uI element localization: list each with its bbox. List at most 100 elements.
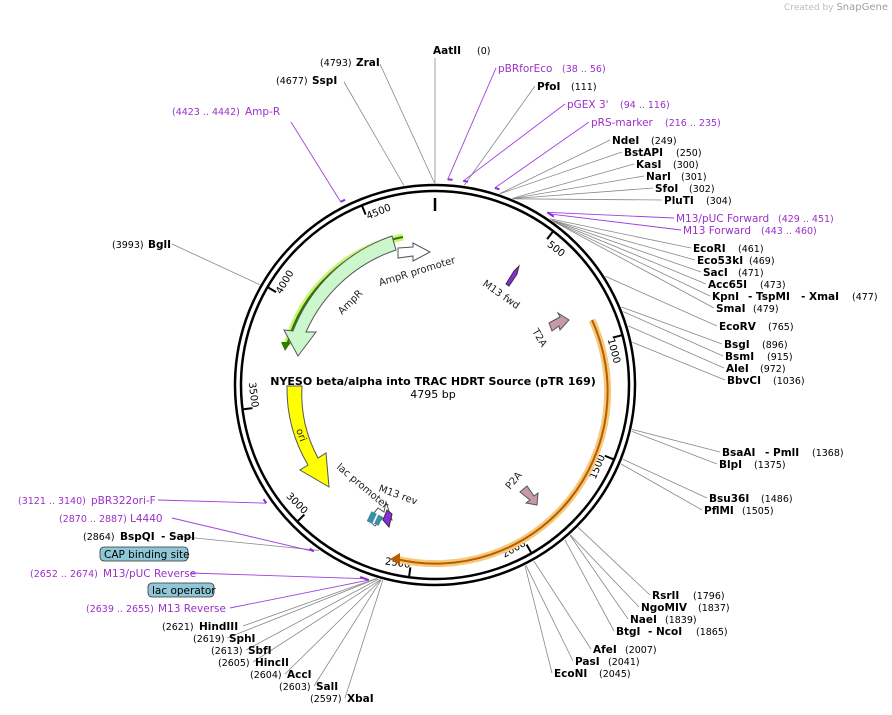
primer-leader-line (157, 499, 267, 504)
enzyme-name[interactable]: SspI (312, 75, 337, 87)
primer-name[interactable]: Amp-R (245, 106, 280, 118)
primer-site-marks (157, 67, 682, 609)
enzyme-name-alt[interactable]: - TspMI (748, 291, 790, 303)
enzyme-position: (2619) (193, 634, 225, 645)
enzyme-name[interactable]: ZraI (356, 57, 380, 69)
enzyme-position: (1036) (773, 376, 805, 387)
enzyme-leader-line (379, 63, 435, 184)
enzyme-position: (469) (749, 256, 775, 267)
enzyme-name[interactable]: BglI (148, 239, 171, 251)
enzyme-position: (250) (676, 148, 702, 159)
p2a-feature[interactable] (519, 485, 539, 506)
primer-range: (4423 .. 4442) (172, 107, 240, 118)
tick-mark (546, 231, 554, 240)
enzyme-name[interactable]: Eco53kI (697, 255, 743, 267)
enzyme-name[interactable]: Bsu36I (709, 493, 749, 505)
enzyme-name[interactable]: SbfI (248, 645, 272, 657)
enzyme-name-alt[interactable]: - XmaI (801, 291, 839, 303)
enzyme-name[interactable]: RsrII (652, 590, 679, 602)
enzyme-name[interactable]: AatII (433, 45, 461, 57)
primer-name[interactable]: M13/pUC Forward (676, 213, 769, 225)
enzyme-name-alt[interactable]: - PmlI (765, 447, 799, 459)
enzyme-name[interactable]: BsaAI (722, 447, 755, 459)
enzyme-name[interactable]: BsgI (724, 339, 750, 351)
enzyme-name[interactable]: Acc65I (708, 279, 747, 291)
primer-range: (3121 .. 3140) (18, 496, 86, 507)
enzyme-name[interactable]: PflMI (704, 505, 734, 517)
enzyme-leader-line (174, 535, 320, 551)
enzyme-name-alt[interactable]: - NcoI (648, 626, 682, 638)
enzyme-name[interactable]: NgoMIV (641, 602, 688, 614)
enzyme-name[interactable]: PluTI (664, 195, 694, 207)
enzyme-name[interactable]: PfoI (537, 81, 560, 93)
enzyme-position: (972) (760, 364, 786, 375)
enzyme-position: (2605) (218, 658, 250, 669)
enzyme-name[interactable]: NdeI (612, 135, 639, 147)
enzyme-name[interactable]: SalI (316, 681, 338, 693)
enzyme-name[interactable]: EcoRV (719, 321, 757, 333)
tick-mark (408, 567, 412, 577)
enzyme-name[interactable]: BspQI (120, 531, 155, 543)
enzyme-position: (473) (760, 280, 786, 291)
enzyme-name[interactable]: BlpI (719, 459, 742, 471)
cap-binding-site-label: CAP binding site (104, 549, 190, 561)
enzyme-leader-line (524, 565, 553, 674)
backbone-inner-ring (239, 189, 631, 581)
enzyme-leader-line (553, 221, 715, 309)
primer-name[interactable]: pBRforEco (498, 63, 552, 75)
ampr-promoter-feature[interactable] (397, 242, 432, 262)
enzyme-name[interactable]: PasI (575, 656, 600, 668)
ampr-promoter-label: AmpR promoter (378, 255, 458, 289)
primer-range: (429 .. 451) (778, 214, 834, 225)
primer-name[interactable]: M13 Forward (683, 225, 751, 237)
enzyme-leader-line (512, 163, 635, 199)
m13-fwd-feature[interactable] (505, 264, 520, 287)
enzyme-name[interactable]: KpnI (712, 291, 739, 303)
enzyme-name[interactable]: NaeI (630, 614, 657, 626)
enzyme-position: (1865) (696, 627, 728, 638)
primer-name[interactable]: L4440 (130, 513, 163, 525)
enzyme-position: (1837) (698, 603, 730, 614)
enzyme-name[interactable]: EcoNI (554, 668, 587, 680)
enzyme-leader-line (549, 218, 692, 249)
enzyme-name[interactable]: NarI (646, 171, 671, 183)
enzyme-name[interactable]: EcoRI (693, 243, 726, 255)
ori-feature[interactable] (286, 385, 330, 488)
primer-name[interactable]: M13/pUC Reverse (103, 568, 196, 580)
enzyme-name[interactable]: SmaI (716, 303, 746, 315)
primer-name[interactable]: M13 Reverse (158, 603, 226, 615)
enzyme-name[interactable]: XbaI (347, 693, 374, 705)
enzyme-name-alt[interactable]: - SapI (161, 531, 195, 543)
enzyme-name[interactable]: BsmI (725, 351, 754, 363)
enzyme-leader-line (622, 458, 708, 499)
enzyme-name[interactable]: HincII (255, 657, 289, 669)
enzyme-name[interactable]: KasI (636, 159, 661, 171)
tick-mark (612, 334, 622, 339)
enzyme-name[interactable]: BbvCI (727, 375, 761, 387)
enzyme-name[interactable]: AleI (726, 363, 749, 375)
enzyme-leader-line (551, 219, 702, 273)
enzyme-name[interactable]: BstAPI (624, 147, 663, 159)
enzyme-name[interactable]: SphI (229, 633, 255, 645)
snapgene-watermark: Created by SnapGene (784, 2, 888, 13)
primer-name[interactable]: pGEX 3' (567, 99, 609, 111)
enzyme-name[interactable]: AccI (287, 669, 311, 681)
enzyme-name[interactable]: HindIII (199, 621, 238, 633)
enzyme-name[interactable]: SfoI (655, 183, 678, 195)
primer-range: (216 .. 235) (665, 118, 721, 129)
cap-binding-site-box[interactable] (99, 546, 189, 562)
enzyme-name[interactable]: BtgI (616, 626, 640, 638)
enzyme-leader-line (512, 187, 654, 200)
enzyme-position: (301) (681, 172, 707, 183)
ampr-feature[interactable] (283, 235, 397, 357)
m13-rev-feature[interactable] (382, 509, 393, 529)
t2a-feature[interactable] (548, 311, 570, 332)
backbone-outer-ring (233, 183, 637, 587)
primer-name[interactable]: pBR322ori-F (91, 495, 156, 507)
enzyme-position: (4677) (276, 76, 308, 87)
lac-operator-box[interactable] (147, 582, 215, 598)
enzyme-name[interactable]: SacI (703, 267, 728, 279)
enzyme-name[interactable]: AfeI (593, 644, 617, 656)
primer-name[interactable]: pRS-marker (591, 117, 654, 129)
enzyme-position: (1486) (761, 494, 793, 505)
